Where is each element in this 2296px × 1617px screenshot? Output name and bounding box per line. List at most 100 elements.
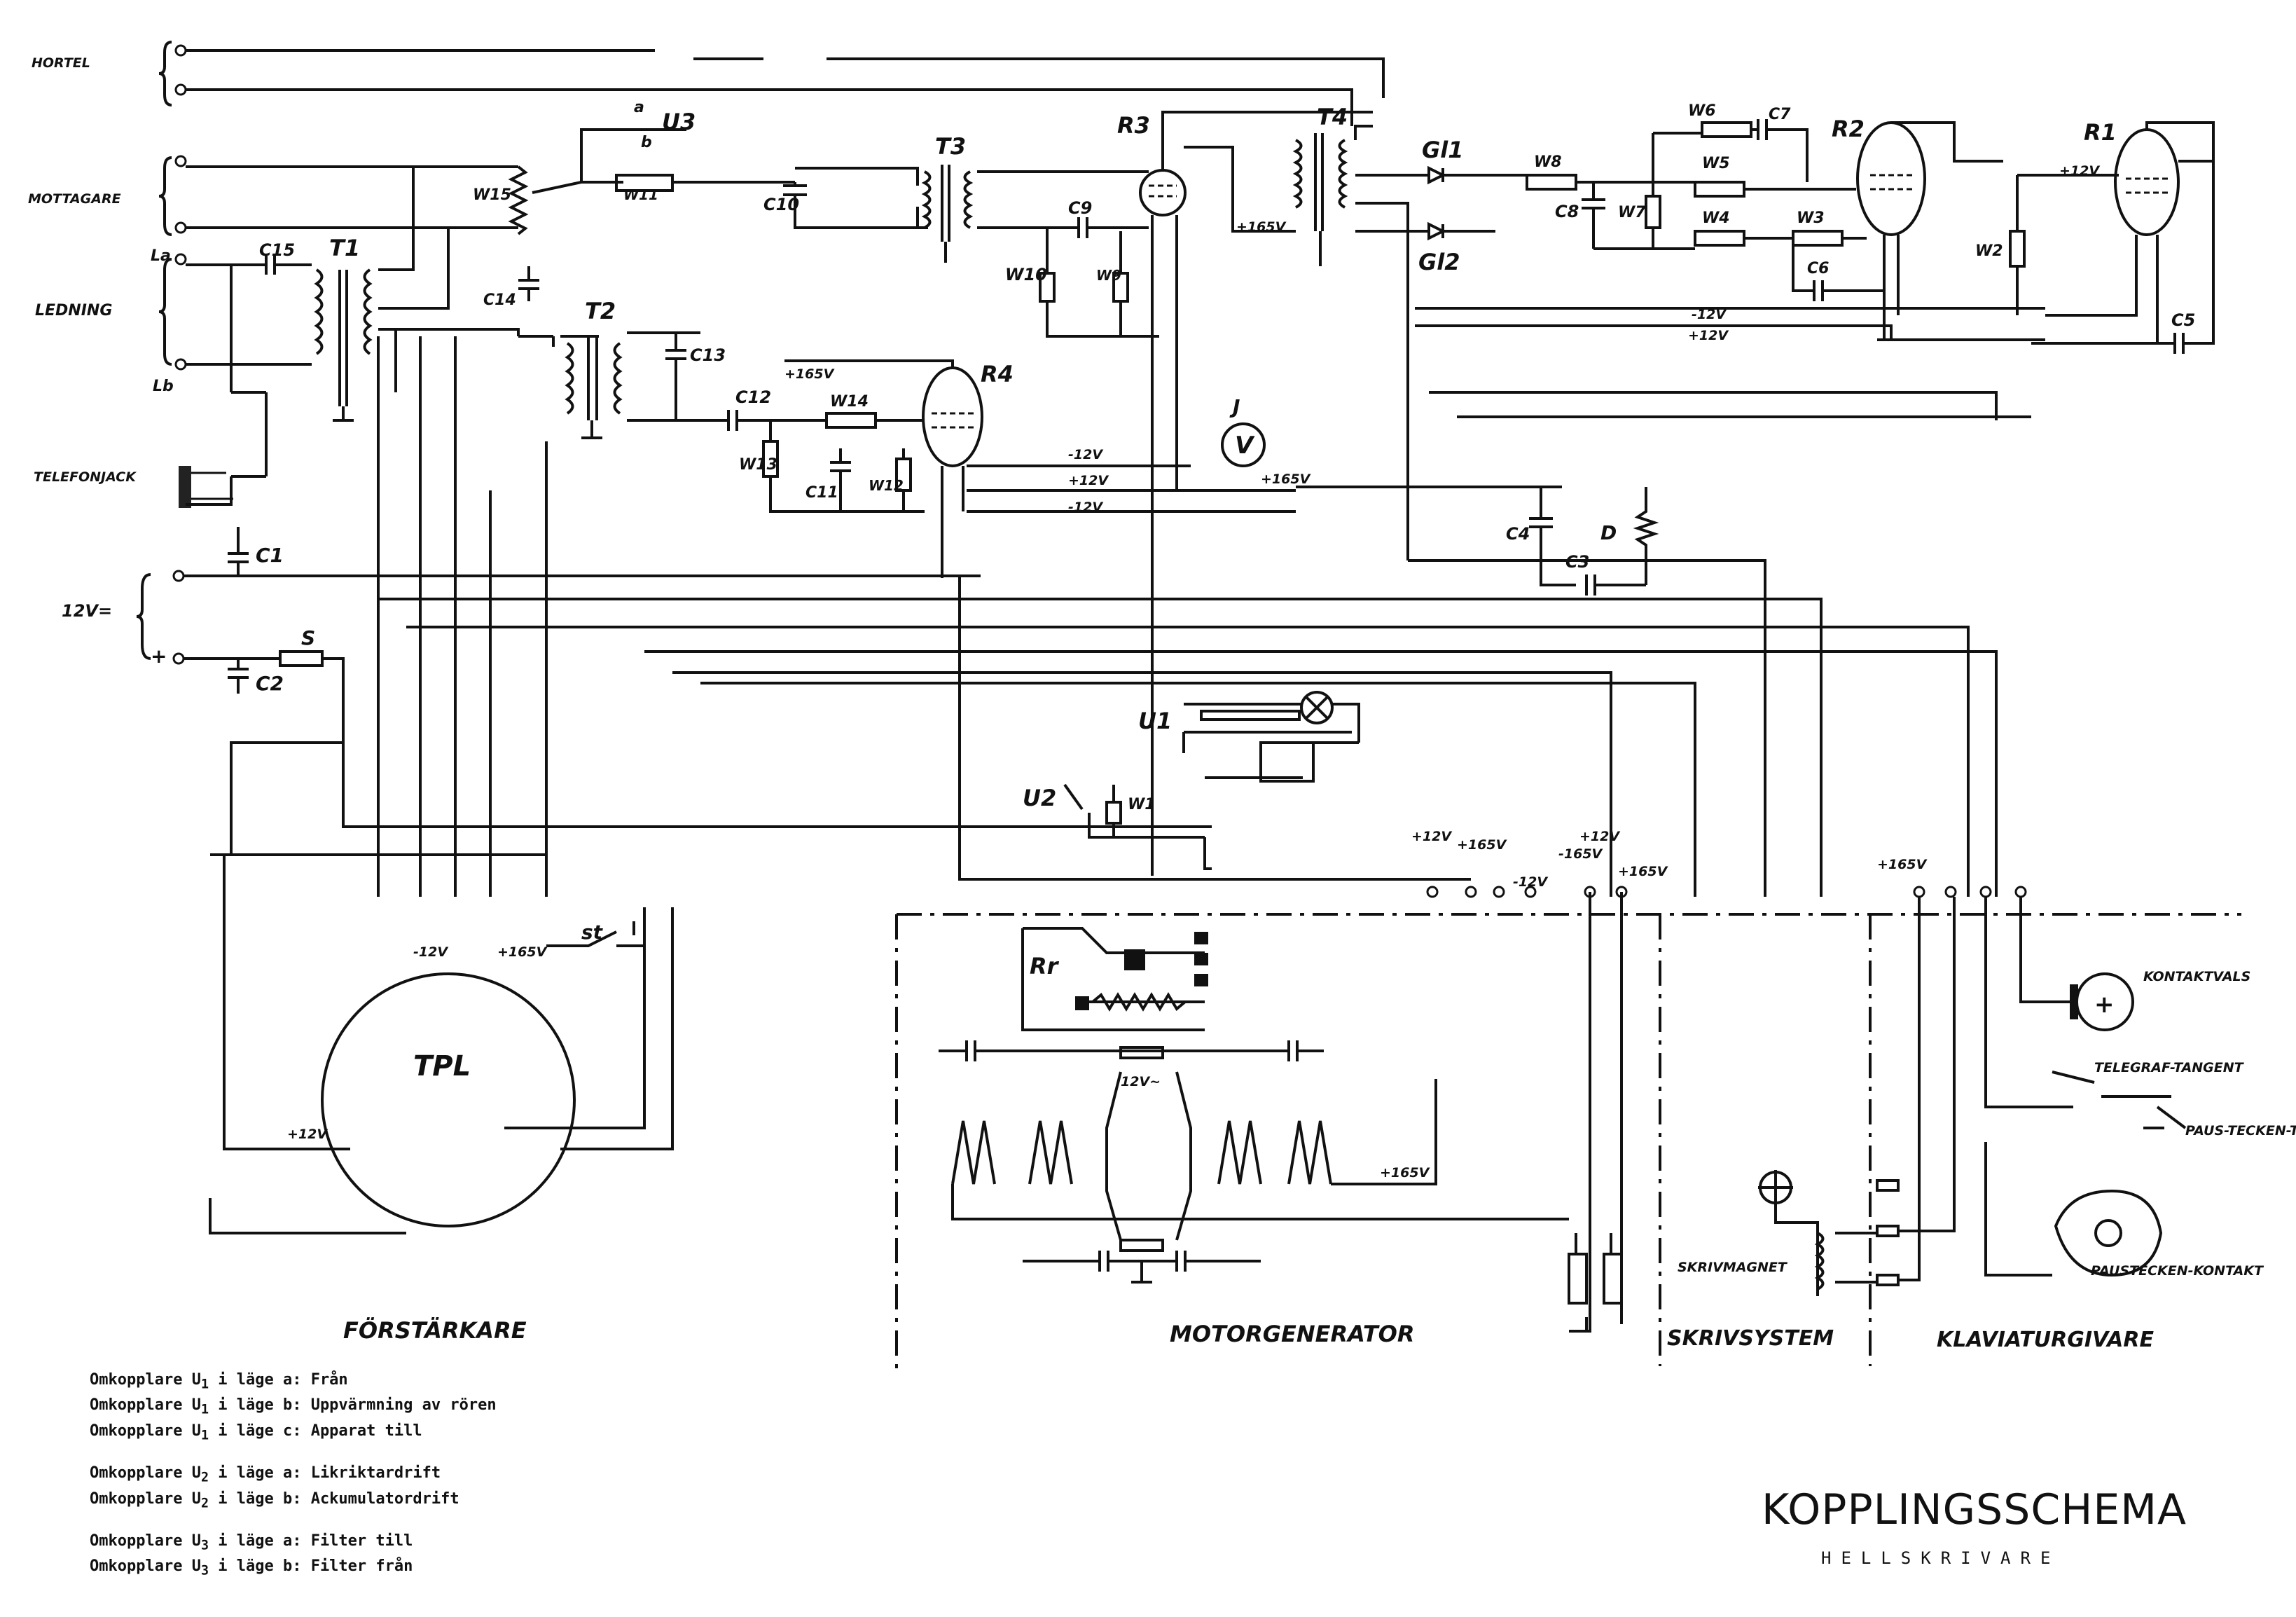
note-sub: 3 (200, 1563, 209, 1578)
w10-label: W10 (1005, 265, 1047, 284)
armature-body (1105, 1071, 1192, 1241)
skrivmagnet-wire (1758, 1170, 1819, 1296)
gl2-rectifier (1355, 221, 1495, 241)
rr-pin-3 (1194, 974, 1208, 986)
r2-label: R2 (1832, 116, 1865, 142)
telefonjack-contacts (191, 472, 233, 500)
st-label: st (581, 921, 604, 944)
u1-switch (1182, 703, 1352, 753)
paustecken-tangent-label: PAUS-TECKEN-TANGENT (2185, 1123, 2296, 1138)
motorgen-resistors (1568, 1233, 1623, 1331)
c10-label: C10 (763, 195, 799, 214)
term-165v-b: +165V (1618, 864, 1668, 879)
armature-ground (1131, 1261, 1152, 1284)
motorgen-terminals (1426, 886, 2027, 898)
r4-tube (922, 366, 983, 467)
d-label: D (1600, 521, 1617, 544)
t2-core (587, 336, 598, 420)
telefonjack-label: TELEFONJACK (34, 469, 137, 485)
long-runs (378, 598, 1998, 897)
c8-capacitor (1582, 182, 1605, 249)
w9-resistor (1112, 231, 1129, 336)
note-label: Omkopplare U (90, 1396, 201, 1415)
armature-top-wire (939, 1040, 1324, 1061)
forstarkare-title: FÖRSTÄRKARE (343, 1317, 527, 1344)
paustecken-kontakt-label: PAUSTECKEN-KONTAKT (2091, 1263, 2264, 1279)
rr-spring (1091, 992, 1187, 1012)
w10-resistor (1039, 235, 1159, 338)
kontaktvals-plus: + (2094, 991, 2115, 1019)
w11-label: W11 (623, 186, 658, 203)
t1-label: T1 (329, 235, 360, 261)
diagram-subtitle: HELLSKRIVARE (1821, 1548, 2061, 1568)
hortel-line-29 (186, 88, 1353, 126)
tpl-165v: +165V (497, 944, 548, 960)
w8-resistor (1526, 174, 1593, 191)
tpl-wires (209, 853, 674, 1234)
w4-w3-resistors (1694, 230, 1867, 247)
tpl-relay (321, 972, 576, 1227)
r4-grid (932, 412, 974, 429)
w12-label: W12 (869, 477, 904, 494)
term-12v-neg: -12V (1513, 874, 1548, 890)
w2-resistor (2009, 175, 2026, 315)
w4-label: W4 (1702, 209, 1730, 227)
r3-tube (1139, 169, 1187, 216)
meter-165v: +165V (1261, 472, 1311, 487)
t2-label: T2 (585, 298, 616, 324)
right-runs (1408, 391, 2031, 897)
note-line: Omkopplare U1 i läge b: Uppvärmning av r… (90, 1395, 497, 1420)
note-text: i läge c: Apparat till (209, 1422, 422, 1440)
w13-label: W13 (739, 456, 777, 474)
field-165v: +165V (1380, 1165, 1430, 1181)
diagram-title: KOPPLINGSSCHEMA (1762, 1485, 2187, 1534)
u1-lamp-wire (1259, 703, 1360, 783)
hortel-line-30 (186, 49, 1385, 98)
note-text: i läge a: Filter till (209, 1532, 413, 1550)
r1-label: R1 (2084, 119, 2117, 146)
c7-label: C7 (1769, 106, 1791, 123)
gl2-label: Gl2 (1418, 249, 1460, 275)
skriv-contact-3 (1876, 1274, 1900, 1286)
t3-core (941, 165, 950, 242)
note-label: Omkopplare U (90, 1371, 201, 1389)
t2-secondary-wires (627, 331, 728, 422)
tpl-label: TPL (413, 1050, 471, 1082)
t2-primary (565, 342, 574, 415)
c12-label: C12 (735, 387, 771, 407)
r3-grid (1149, 184, 1177, 198)
r3-165v: +165V (1236, 219, 1287, 235)
c12-w14 (727, 410, 925, 431)
note-label: Omkopplare U (90, 1422, 201, 1440)
w13-resistor (762, 420, 925, 513)
w5-resistor (1694, 181, 1856, 198)
note-sub: 1 (200, 1428, 209, 1443)
paustecken-tangent-wire (2143, 1106, 2187, 1129)
note-text: i läge a: Från (209, 1371, 348, 1389)
w9-label: W9 (1096, 267, 1121, 284)
rail-12v-pos-upper: +12V (1688, 328, 1729, 343)
note-sub: 2 (200, 1495, 209, 1511)
r3-label: R3 (1117, 112, 1150, 139)
note-line: Omkopplare U3 i läge b: Filter från (90, 1556, 497, 1581)
c6-label: C6 (1807, 260, 1829, 277)
note-sub: 1 (200, 1377, 209, 1392)
c8-label: C8 (1555, 202, 1579, 221)
note-line: Omkopplare U2 i läge b: Ackumulatordrift (90, 1489, 497, 1514)
note-line: Omkopplare U3 i läge a: Filter till (90, 1531, 497, 1556)
t2-ground (581, 420, 602, 439)
note-text: i läge b: Ackumulatordrift (209, 1489, 459, 1508)
t1-secondary (363, 268, 373, 355)
skrivmagnet-coil (1814, 1232, 1825, 1291)
term-165v-neg: -165V (1558, 846, 1603, 862)
w1-label: W1 (1128, 796, 1156, 813)
u3-label: U3 (662, 109, 696, 135)
tpl-12v: +12V (287, 1127, 328, 1142)
t1-ground (333, 406, 354, 422)
telefonjack-plug (179, 466, 191, 508)
mottagare-label: MOTTAGARE (28, 191, 121, 207)
skriv-contact-1 (1876, 1179, 1900, 1192)
ledning-brace (158, 258, 172, 366)
skrivsystem: SKRIVMAGNET (1678, 897, 1956, 1296)
